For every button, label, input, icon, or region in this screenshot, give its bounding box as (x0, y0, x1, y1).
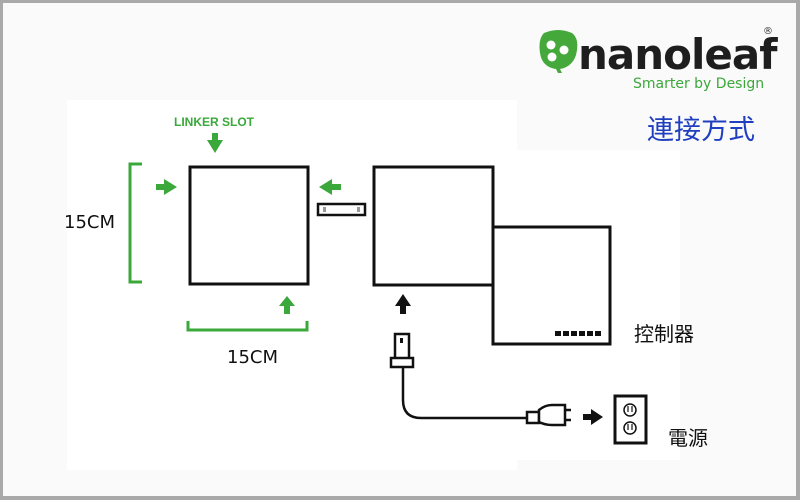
power-label: 電源 (668, 426, 708, 450)
arrow-up-icon (279, 296, 295, 314)
power-plug-icon (389, 332, 571, 427)
arrow-down-icon (207, 133, 223, 153)
page-title: 連接方式 (647, 115, 755, 146)
controller-label: 控制器 (634, 322, 694, 346)
nanoleaf-leaf-icon (539, 30, 578, 73)
linker-connector-icon (316, 202, 367, 217)
brand-name: nanoleaf (578, 30, 777, 79)
power-outlet-icon (613, 394, 648, 445)
arrow-up-icon (395, 294, 411, 314)
arrow-right-icon (156, 179, 177, 195)
controller-box (491, 225, 612, 346)
linker-slot-label: LINKER SLOT (174, 115, 254, 129)
width-bracket (186, 321, 309, 332)
brand-tagline: Smarter by Design (633, 76, 765, 92)
width-dimension-label: 15CM (227, 347, 279, 368)
light-panel-left (188, 165, 310, 286)
height-dimension-label: 15CM (64, 212, 116, 233)
registered-mark: ® (763, 26, 773, 37)
height-bracket (128, 162, 142, 284)
arrow-right-icon (583, 409, 603, 425)
controller-buttons (555, 331, 601, 336)
arrow-left-icon (319, 179, 341, 195)
light-panel-middle (372, 165, 495, 287)
